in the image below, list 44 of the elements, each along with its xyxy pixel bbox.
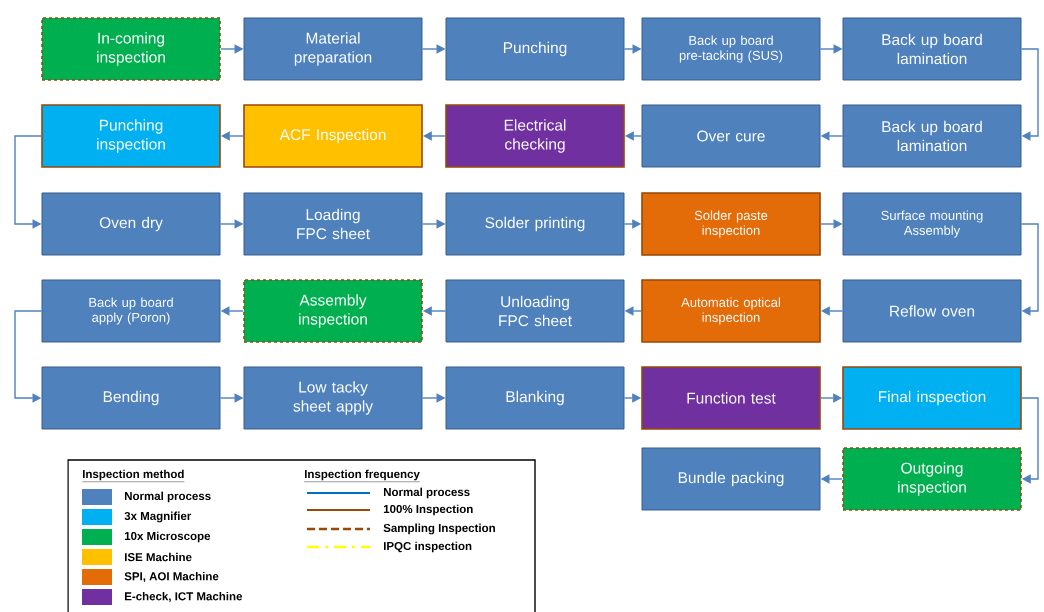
process-box: Unloading FPC sheet — [445, 279, 625, 343]
process-box: Automatic optical inspection — [641, 279, 821, 343]
process-box: Reflow oven — [842, 279, 1022, 343]
legend-heading: Inspection frequency — [304, 469, 421, 482]
process-box: Bending — [41, 366, 221, 430]
legend-heading: Inspection method — [82, 469, 185, 482]
arrow — [1020, 48, 1039, 141]
legend-text: 3x Magnifier — [124, 511, 192, 523]
process-box: Assembly inspection — [243, 279, 423, 343]
legend-text: ISE Machine — [125, 552, 192, 562]
process-box: In-coming inspection — [41, 17, 221, 81]
arrow — [14, 310, 43, 403]
process-box: Solder paste inspection — [641, 192, 821, 256]
process-box: ACF Inspection — [243, 104, 423, 168]
process-box: Outgoing inspection — [842, 447, 1022, 511]
arrow — [1020, 223, 1039, 316]
legend-text: Normal process — [125, 491, 211, 503]
legend-text: IPQC inspection — [384, 541, 472, 553]
process-box: Material preparation — [243, 17, 423, 81]
process-box: Back up board lamination — [842, 104, 1022, 168]
process-box: Back up board lamination — [842, 17, 1022, 81]
process-box: Solder printing — [445, 192, 625, 256]
legend-text: 100% Inspection — [383, 504, 473, 516]
legend-text: Sampling Inspection — [383, 523, 495, 535]
process-box: Electrical checking — [445, 104, 625, 168]
process-box: Over cure — [641, 104, 821, 168]
process-box: Function test — [641, 366, 821, 430]
process-box: Final inspection — [842, 366, 1022, 430]
legend-text: 10x Microscope — [124, 531, 211, 543]
process-box: Low tacky sheet apply — [243, 366, 423, 430]
legend-text: SPI, AOI Machine — [124, 571, 219, 583]
process-box: Oven dry — [41, 192, 221, 256]
legend-text: Normal process — [384, 487, 470, 499]
process-box: Loading FPC sheet — [243, 192, 423, 256]
process-box: Back up board apply (Poron) — [41, 279, 221, 343]
legend-text: E-check, ICT Machine — [125, 591, 243, 603]
arrow — [14, 135, 42, 229]
process-box: Blanking — [445, 366, 625, 430]
process-box: Punching — [445, 17, 625, 81]
process-box: Back up board pre-tacking (SUS) — [641, 17, 821, 81]
arrow — [1021, 397, 1039, 484]
process-box: Punching inspection — [41, 104, 221, 168]
process-box: Surface mounting Assembly — [842, 192, 1022, 256]
process-box: Bundle packing — [641, 447, 821, 511]
